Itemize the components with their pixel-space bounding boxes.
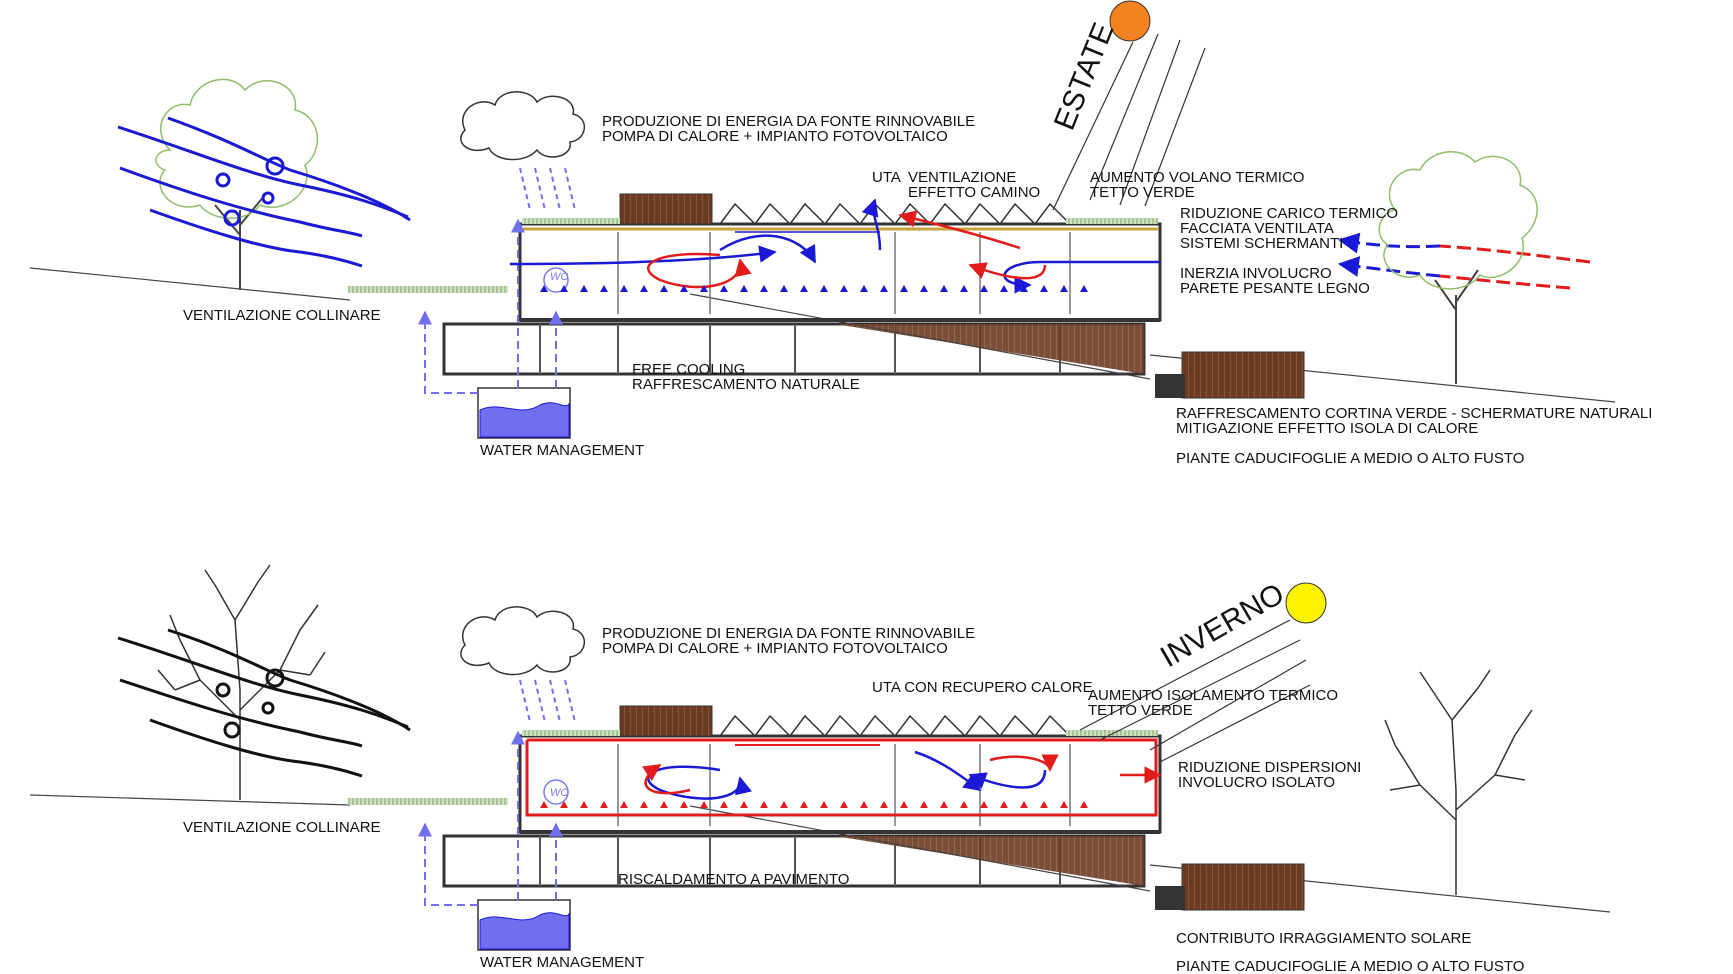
wind-hill-winter [117, 628, 411, 778]
roof-label-2-summer: TETTO VERDE [1090, 184, 1195, 201]
hill-vent-label-winter: VENTILAZIONE COLLINARE [183, 819, 381, 836]
cloud-winter [460, 606, 586, 676]
facade-label-2-summer: FACCIATA VENTILATA [1180, 220, 1334, 237]
season-label-summer: ESTATE [1048, 18, 1121, 134]
roof-label-2-winter: TETTO VERDE [1088, 702, 1193, 719]
tree-right-summer [1378, 151, 1538, 384]
wind-hill-summer [117, 116, 411, 268]
cooling-label-1-summer: FREE COOLING [632, 361, 745, 378]
floor-cooling-summer [540, 285, 1088, 292]
plants-label-winter: PIANTE CADUCIFOGLIE A MEDIO O ALTO FUSTO [1176, 958, 1524, 974]
solar-label-winter: CONTRIBUTO IRRAGGIAMENTO SOLARE [1176, 930, 1471, 947]
sun-rays-winter [1079, 619, 1311, 763]
energy-label-1-summer: PRODUZIONE DI ENERGIA DA FONTE RINNOVABI… [602, 113, 975, 130]
disp-label-2-winter: INVOLUCRO ISOLATO [1178, 774, 1335, 791]
energy-label-2-winter: POMPA DI CALORE + IMPIANTO FOTOVOLTAICO [602, 640, 948, 657]
facade-label-1-summer: RIDUZIONE CARICO TERMICO [1180, 205, 1398, 222]
floor-heating-label-winter: RISCALDAMENTO A PAVIMENTO [618, 871, 849, 888]
energy-label-1-winter: PRODUZIONE DI ENERGIA DA FONTE RINNOVABI… [602, 625, 975, 642]
water-pipes-winter [418, 730, 563, 906]
plants-label-summer: PIANTE CADUCIFOGLIE A MEDIO O ALTO FUSTO [1176, 450, 1524, 467]
disp-label-1-winter: RIDUZIONE DISPERSIONI [1178, 759, 1361, 776]
water-label-summer: WATER MANAGEMENT [480, 442, 644, 459]
green-label-1-summer: RAFFRESCAMENTO CORTINA VERDE - SCHERMATU… [1176, 405, 1652, 422]
water-tank-winter [477, 899, 571, 951]
ground-line-left [29, 267, 351, 301]
uta-label-winter: UTA CON RECUPERO CALORE [872, 679, 1093, 696]
airflow-external-summer [1337, 232, 1591, 290]
uta-label-summer: UTA [872, 169, 901, 186]
inertia-label-2-summer: PARETE PESANTE LEGNO [1180, 280, 1370, 297]
ground-line-left-winter [29, 794, 351, 806]
airflow-winter [642, 750, 1162, 800]
green-label-2-summer: MITIGAZIONE EFFETTO ISOLA DI CALORE [1176, 420, 1478, 437]
rain-winter [519, 679, 576, 723]
roof-layers-summer [522, 227, 1158, 233]
hill-vent-label-summer: VENTILAZIONE COLLINARE [183, 307, 381, 324]
cooling-label-2-summer: RAFFRESCAMENTO NATURALE [632, 376, 860, 393]
airflow-summer [509, 198, 1160, 294]
summer-section: ESTATE PRODUZIONE DI ENERGIA DA FONTE RI… [29, 0, 1652, 467]
tree-right-winter [1384, 669, 1533, 895]
vent-label-1-summer: VENTILAZIONE [908, 169, 1016, 186]
winter-section: INVERNO PRODUZIONE DI ENERGIA DA FONTE R… [29, 564, 1611, 974]
sun-winter [1285, 582, 1327, 624]
wc-label-summer: WC [550, 271, 568, 283]
water-label-winter: WATER MANAGEMENT [480, 954, 644, 971]
insulation-winter [525, 738, 1158, 817]
sun-rays-summer [1052, 33, 1206, 211]
wc-label-winter: WC [550, 787, 568, 799]
water-tank-summer [477, 387, 571, 439]
rain-summer [519, 167, 576, 211]
floor-heating-winter [540, 801, 1088, 808]
water-pipes-summer [418, 218, 563, 394]
sun-summer [1109, 0, 1151, 42]
cloud-summer [460, 91, 586, 161]
energy-label-2-summer: POMPA DI CALORE + IMPIANTO FOTOVOLTAICO [602, 128, 948, 145]
roof-label-1-winter: AUMENTO ISOLAMENTO TERMICO [1088, 687, 1338, 704]
season-label-winter: INVERNO [1155, 577, 1290, 674]
facade-label-3-summer: SISTEMI SCHERMANTI [1180, 235, 1343, 252]
building-section-summer [346, 192, 1306, 400]
vent-label-2-summer: EFFETTO CAMINO [908, 184, 1040, 201]
inertia-label-1-summer: INERZIA INVOLUCRO [1180, 265, 1332, 282]
roof-label-1-summer: AUMENTO VOLANO TERMICO [1090, 169, 1304, 186]
tree-left-summer [155, 78, 319, 290]
